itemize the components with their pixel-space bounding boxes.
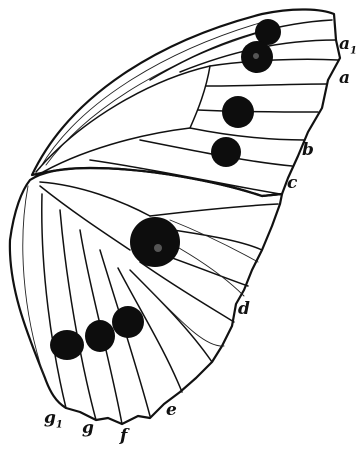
hindwing: [10, 168, 282, 424]
hindwing-eyespot-row-2: [85, 320, 115, 352]
hindwing-vein: [42, 194, 66, 408]
hindwing-eyespot-row-1: [50, 330, 84, 360]
hindwing-fold: [150, 290, 224, 346]
hindwing-vein: [150, 204, 278, 216]
forewing-vein: [198, 110, 318, 112]
label-g: g: [82, 420, 94, 437]
forewing-vein: [206, 84, 327, 86]
forewing-eyespot-apex-1: [255, 19, 281, 45]
forewing-vein: [190, 128, 304, 140]
label-b: b: [302, 142, 314, 159]
label-d: d: [238, 301, 250, 318]
hindwing-eyespot-row-3: [112, 306, 144, 338]
hindwing-eyespot-large-pupil: [154, 244, 162, 252]
forewing-cell-end: [190, 66, 210, 128]
forewing-eyespot-b-lower: [211, 137, 241, 167]
label-a1: a1: [339, 36, 357, 56]
forewing-eyespot-b-upper: [222, 96, 254, 128]
hindwing-vein: [60, 210, 96, 420]
forewing-eyespot-pupil: [253, 53, 259, 59]
hindwing-eyespot-large: [130, 217, 180, 267]
hindwing-cell-lower: [40, 186, 130, 250]
forewing-cell-upper: [36, 66, 210, 172]
forewing-vein: [210, 59, 338, 66]
hindwing-fold: [170, 220, 258, 262]
label-g1: g1: [44, 410, 63, 430]
label-f: f: [120, 428, 127, 445]
label-c: c: [287, 175, 297, 192]
label-e: e: [166, 402, 177, 419]
label-a: a: [339, 70, 350, 87]
hindwing-vein: [140, 262, 234, 322]
